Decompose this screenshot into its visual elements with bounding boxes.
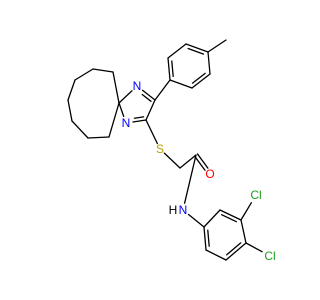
bond-c6-c7 — [87, 136, 110, 139]
bond-t2-t3 — [167, 43, 187, 59]
bond-a1-a2 — [203, 209, 221, 228]
bond-s-ch2 — [163, 152, 181, 169]
bond-n3-spiro — [118, 102, 125, 118]
atom-label-o: O — [205, 167, 214, 181]
bond-t3-t4 — [185, 43, 209, 53]
bond-c8-c9 — [145, 99, 156, 121]
bond-ch2-cc — [179, 154, 197, 169]
atom-label-n1: N — [133, 79, 142, 93]
atom-label-n3: N — [122, 116, 131, 130]
bond-cc-o-a — [193, 155, 206, 171]
bond-a2-a3 — [219, 209, 242, 221]
bond-n1-c8-double — [141, 93, 152, 102]
atom-label-h: H — [169, 203, 178, 217]
atom-label-cl1: Cl — [250, 188, 261, 202]
bond-a6-a1 — [203, 226, 207, 251]
bond-c3-c4 — [67, 79, 76, 101]
bond-t3-t4-double — [187, 47, 205, 55]
bond-t4-t5 — [207, 51, 211, 75]
bond-a4-cl2 — [245, 242, 263, 253]
bond-a5-a6 — [205, 249, 227, 261]
bond-c9-n3-double — [133, 116, 145, 119]
atom-label-s: S — [156, 142, 164, 156]
bond-c1-c2 — [92, 68, 114, 73]
bond-a4-a5 — [225, 242, 247, 261]
bond-c8-t1 — [154, 79, 171, 101]
bond-c7-spiro — [108, 102, 120, 138]
bond-a6-a1-double — [207, 229, 210, 247]
bond-t4-me — [207, 39, 227, 53]
bond-t5-t6-double — [191, 72, 206, 84]
bond-t1-t2 — [167, 57, 171, 81]
bond-a2-a3-double — [220, 214, 237, 223]
bond-c2-c3 — [74, 68, 94, 81]
bond-c4-c5 — [67, 99, 73, 122]
atom-label-nh: N — [179, 203, 188, 217]
bond-cc-nh — [183, 154, 197, 204]
bond-c9-n3 — [132, 119, 147, 123]
bond-t1-t2-double — [171, 60, 174, 78]
bond-c9-s — [145, 119, 159, 145]
atom-label-cl2: Cl — [264, 249, 275, 263]
bond-spiro-c1 — [112, 71, 120, 104]
bond-t5-t6 — [191, 73, 211, 89]
bond-layer — [67, 39, 263, 261]
bond-a4-a5-double — [226, 242, 242, 256]
bond-cc-o-b — [196, 153, 209, 169]
bond-a3-a4 — [240, 219, 247, 244]
bond-t6-t1 — [169, 79, 193, 89]
bond-nh-a1 — [187, 213, 205, 228]
bond-spiro-n1 — [118, 90, 133, 104]
bond-n1-c8 — [141, 89, 156, 101]
bond-c5-c6 — [71, 120, 89, 139]
bond-a3-cl1 — [240, 202, 253, 221]
